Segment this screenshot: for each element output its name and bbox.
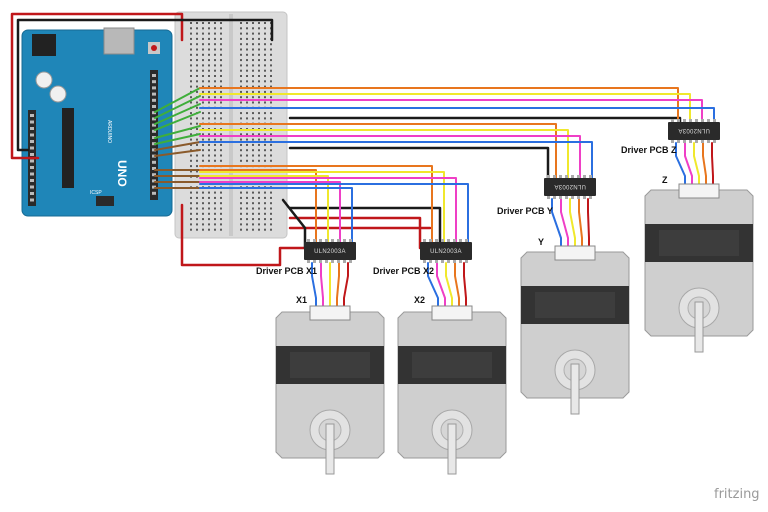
motor-y: [520, 245, 630, 415]
motor-shaft: [325, 423, 335, 475]
motor-x1: [275, 305, 385, 475]
motor-connector: [309, 305, 351, 321]
driver-chip-x1: ULN2003A: [304, 239, 356, 263]
microcontroller-chip: [62, 108, 74, 188]
motor-connector: [678, 183, 720, 199]
motor-connector: [554, 245, 596, 261]
driver-label-x1: Driver PCB X1: [256, 266, 317, 276]
driver-label-y: Driver PCB Y: [497, 206, 553, 216]
driver-label-z: Driver PCB Z: [621, 145, 677, 155]
chip-marking: ULN2003A: [554, 183, 586, 189]
fritzing-watermark: fritzing: [714, 487, 760, 502]
digital-header: [150, 70, 158, 200]
usb-port: [103, 27, 135, 55]
arduino-uno-board: ICSP UNO ARDUINO: [21, 27, 173, 217]
icsp-label: ICSP: [90, 190, 102, 196]
chip-marking: ULN2003A: [678, 127, 710, 133]
driver-chip-y: ULN2003A: [544, 175, 596, 199]
motor-label-x1: X1: [296, 295, 307, 305]
motor-shaft: [694, 301, 704, 353]
driver-chip-z: ULN2003A: [668, 119, 720, 143]
motor-connector: [431, 305, 473, 321]
motor-x2: [397, 305, 507, 475]
motor-label-y: Y: [538, 237, 544, 247]
board-brand-label: ARDUINO: [106, 120, 112, 143]
chip-marking: ULN2003A: [314, 249, 346, 255]
chip-marking: ULN2003A: [430, 249, 462, 255]
power-jack: [32, 34, 56, 56]
icsp-header: [96, 196, 114, 206]
motor-shaft: [447, 423, 457, 475]
driver-label-x2: Driver PCB X2: [373, 266, 434, 276]
motor-label-x2: X2: [414, 295, 425, 305]
board-model-label: UNO: [115, 160, 129, 187]
motor-shaft: [570, 363, 580, 415]
driver-chip-x2: ULN2003A: [420, 239, 472, 263]
motor-label-z: Z: [662, 175, 668, 185]
motor-z: [644, 183, 754, 353]
